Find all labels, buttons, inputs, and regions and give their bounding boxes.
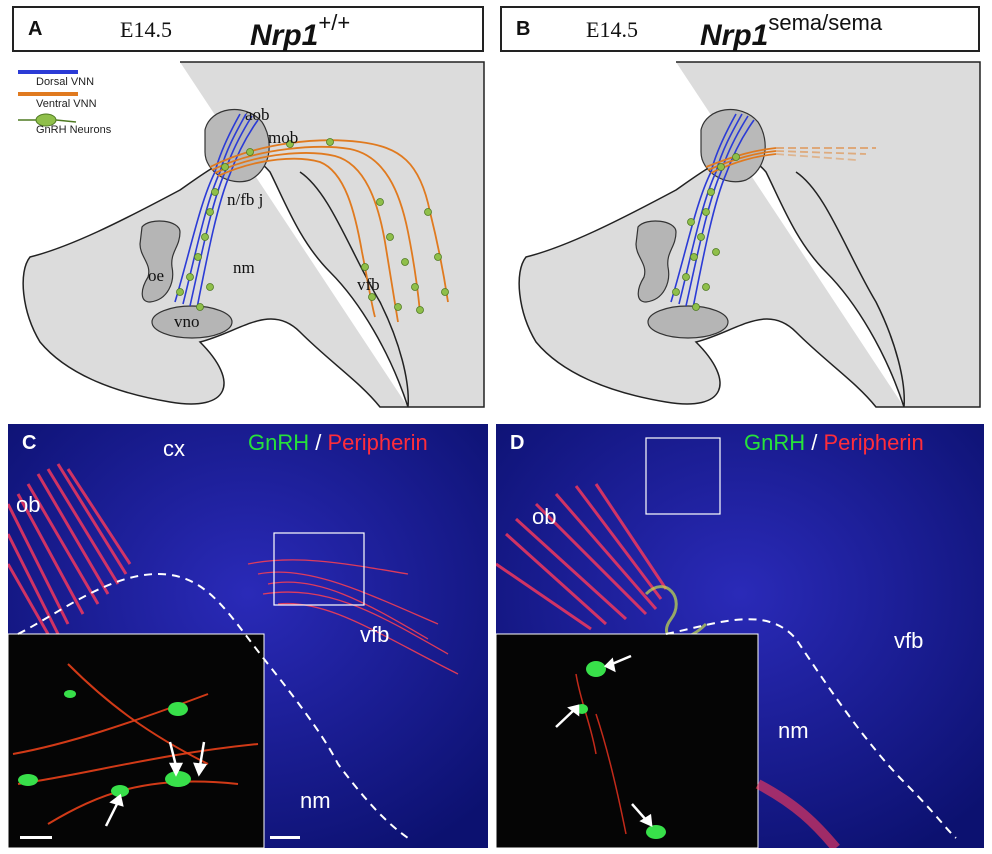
- vfb-fibers: [247, 559, 459, 675]
- gnrh-neurons: [176, 138, 449, 314]
- vomeronasal-organ-b: [647, 305, 729, 339]
- panel-b-genotype: Nrp1sema/sema: [700, 10, 882, 53]
- legend-gnrh-icon: [18, 113, 77, 127]
- panel-c-micrograph: C GnRH / Peripherin cx ob vfb nm: [8, 424, 488, 848]
- label-mob: mob: [268, 128, 299, 147]
- legend-label-gnrh: GnRH Neurons: [36, 124, 112, 136]
- olfactory-epithelium-b: [635, 220, 677, 303]
- olfactory-epithelium: [139, 220, 181, 303]
- inset-d-arrows: [555, 654, 653, 828]
- label-nfbj: n/fb j: [227, 190, 264, 209]
- legend-swatch-dorsal: [18, 70, 78, 74]
- panel-c-label-ob: ob: [16, 492, 41, 517]
- panel-b-stage: E14.5: [586, 17, 638, 42]
- ob-fiber-bundle-d: [496, 483, 668, 631]
- inset-c-cells: [18, 690, 191, 797]
- panel-d-boundary: [665, 618, 957, 839]
- panel-c-stain-title: GnRH / Peripherin: [248, 430, 428, 456]
- panel-b-gene: Nrp1: [700, 19, 769, 52]
- panel-c-label-nm: nm: [300, 788, 331, 813]
- dorsal-vnn-b: [670, 113, 755, 309]
- panel-a-letter: A: [28, 18, 43, 40]
- panel-c-tissue: [8, 424, 488, 848]
- panel-d-tissue: [496, 424, 984, 848]
- panel-d-label-ob: ob: [532, 504, 557, 529]
- label-oe: oe: [148, 266, 165, 285]
- panel-a-stage: E14.5: [120, 17, 172, 42]
- panel-c-boundary: [17, 572, 409, 839]
- ventral-vnn-truncated: [705, 147, 876, 174]
- panel-a-diagram: [22, 61, 485, 408]
- panel-c-title-green: GnRH: [248, 430, 310, 455]
- head-outline: [22, 61, 485, 408]
- panel-d-title-green: GnRH: [744, 430, 806, 455]
- panel-c-label-vfb: vfb: [360, 622, 390, 647]
- head-outline-b: [518, 61, 981, 408]
- panel-a-allele: +/+: [318, 10, 351, 35]
- panel-d-label-nm: nm: [778, 718, 809, 743]
- panel-a-header: A E14.5 Nrp1+/+: [12, 6, 484, 52]
- panel-b-letter: B: [516, 18, 531, 40]
- panel-b-diagram: [518, 61, 981, 408]
- label-aob: aob: [245, 105, 270, 124]
- panel-d-title-red: Peripherin: [823, 430, 924, 455]
- panel-d-letter: D: [510, 432, 525, 454]
- inset-c-arrows: [104, 741, 208, 827]
- panel-d-stain-title: GnRH / Peripherin: [744, 430, 924, 456]
- inset-d-fibers: [575, 673, 627, 835]
- panel-c-title-red: Peripherin: [327, 430, 428, 455]
- panel-a-genotype: Nrp1+/+: [250, 10, 350, 53]
- panel-d-label-vfb: vfb: [894, 628, 924, 653]
- panel-c-letter: C: [22, 432, 37, 454]
- panel-a-gene: Nrp1: [250, 19, 319, 52]
- legend-swatch-ventral: [18, 92, 78, 96]
- label-vno: vno: [174, 312, 200, 331]
- panel-b-header: B E14.5 Nrp1sema/sema: [500, 6, 980, 52]
- label-nm: nm: [233, 258, 255, 277]
- label-vfb: vfb: [357, 275, 380, 294]
- panel-d-micrograph: D GnRH / Peripherin ob vfb nm: [496, 424, 984, 848]
- vomeronasal-organ: [151, 305, 233, 339]
- dorsal-vnn: [174, 113, 259, 309]
- gnrh-neurons-b: [672, 153, 740, 311]
- panel-b-allele: sema/sema: [768, 10, 883, 35]
- legend-label-dorsal: Dorsal VNN: [36, 76, 95, 88]
- panel-c-title-sep: /: [309, 430, 328, 455]
- legend-label-ventral: Ventral VNN: [36, 98, 97, 110]
- panel-c-label-cx: cx: [163, 436, 185, 461]
- panel-d-title-sep: /: [805, 430, 824, 455]
